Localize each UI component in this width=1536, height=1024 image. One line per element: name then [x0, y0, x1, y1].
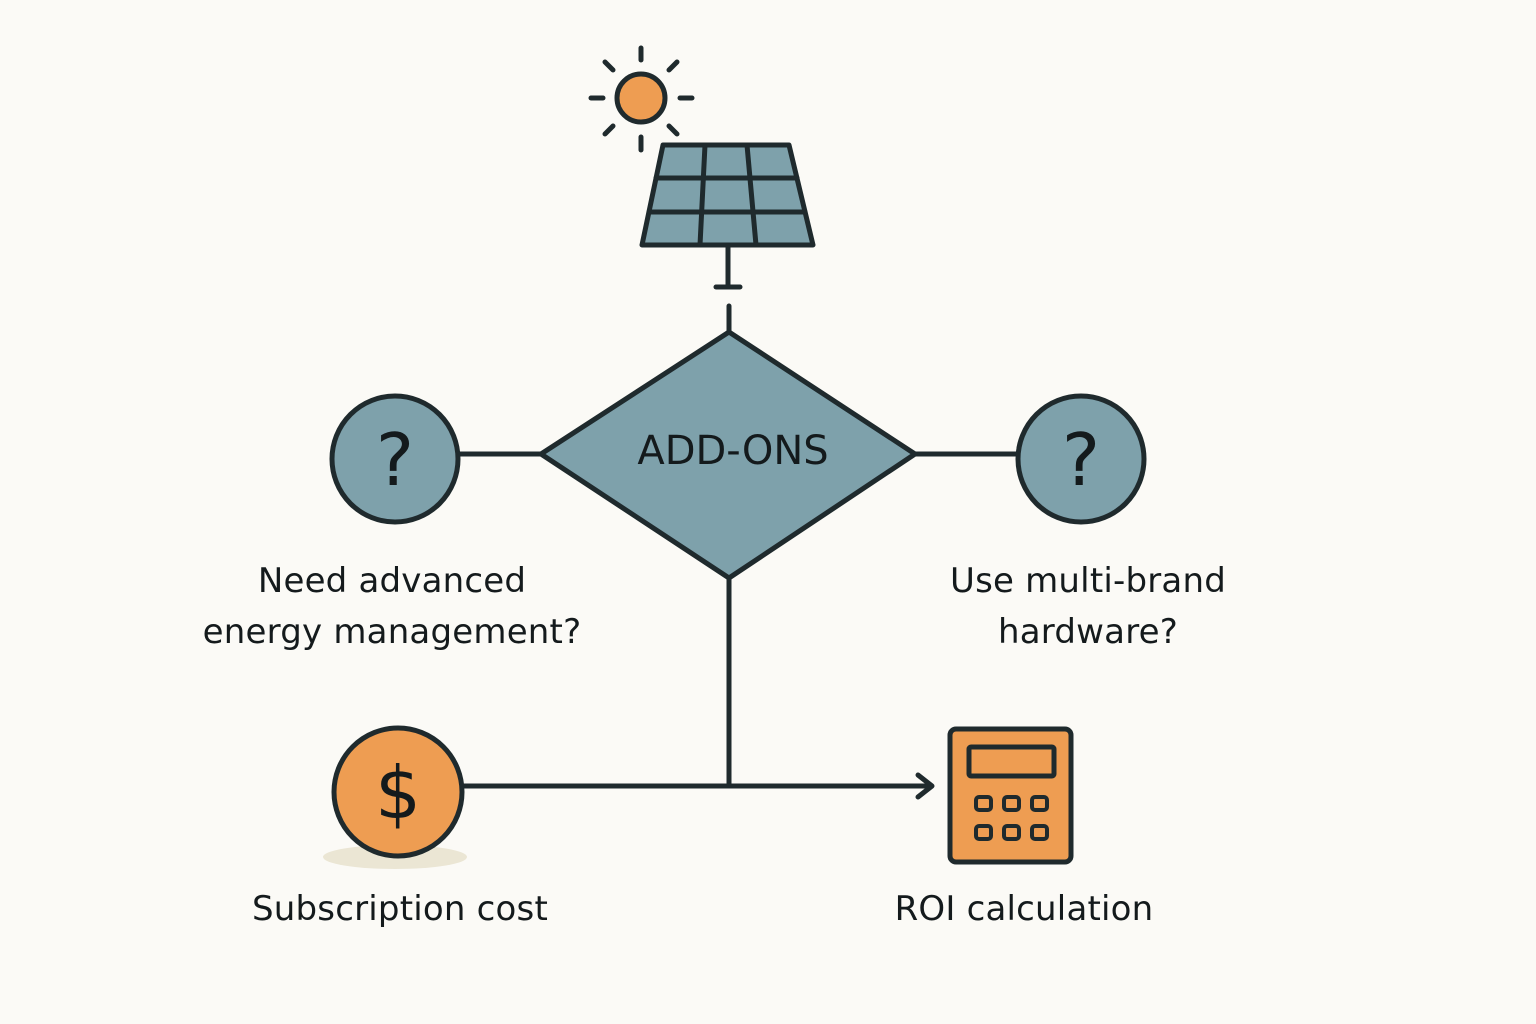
- connector-lines: [456, 303, 1021, 800]
- question-label-line: Use multi-brand: [949, 561, 1226, 601]
- roi-calculation-label: ROI calculation: [894, 889, 1154, 929]
- decision-diamond: ADD-ONS: [538, 329, 918, 581]
- question-label-line: Need advanced: [257, 561, 527, 601]
- question-symbol-right: ?: [1062, 418, 1100, 502]
- calculator-icon: [947, 726, 1074, 865]
- question-mark-icon: ?: [329, 393, 461, 525]
- dollar-symbol: $: [375, 751, 421, 835]
- solar-panel-icon: [639, 142, 816, 290]
- dollar-coin-icon: $: [323, 725, 467, 869]
- subscription-cost-label: Subscription cost: [251, 889, 548, 929]
- question-label-energy-management: Need advanced energy management?: [182, 556, 602, 658]
- question-label-multi-brand: Use multi-brand hardware?: [928, 556, 1248, 658]
- question-label-line: hardware?: [998, 612, 1178, 652]
- sun-icon: [588, 45, 695, 153]
- question-symbol-left: ?: [376, 418, 414, 502]
- question-mark-icon: ?: [1015, 393, 1147, 525]
- question-label-line: energy management?: [202, 612, 582, 652]
- decision-label: ADD-ONS: [637, 428, 828, 474]
